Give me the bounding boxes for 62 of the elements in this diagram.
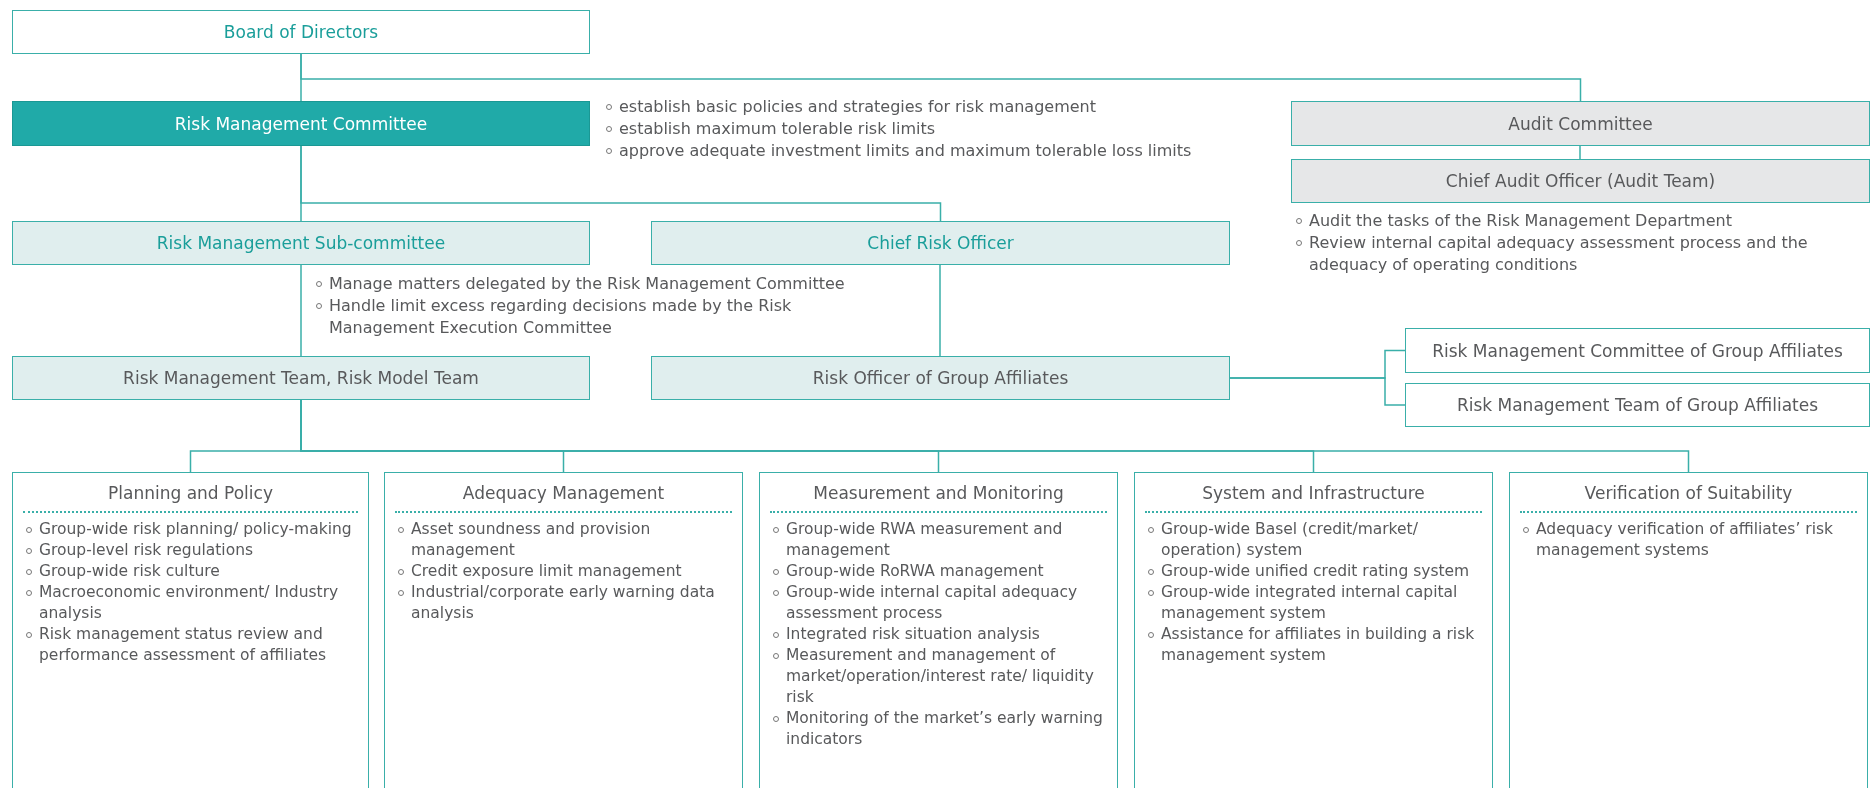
- org-box: [1291, 101, 1870, 146]
- bullet-item: Measurement and management of market/operation/interest rate/ liquidity risk: [770, 645, 1107, 708]
- note-bullet: Audit the tasks of the Risk Management Department: [1293, 210, 1853, 232]
- box-title: Risk Management Team of Group Affiliates: [1456, 395, 1819, 415]
- function-card: [1134, 472, 1493, 788]
- org-box: [12, 10, 590, 54]
- bullet-item: Credit exposure limit management: [395, 561, 732, 582]
- connector-line: [300, 145, 942, 222]
- box-title: Chief Audit Officer (Audit Team): [1445, 171, 1716, 191]
- bullet-item: Group-wide RWA measurement and management: [770, 519, 1107, 561]
- connector-line: [1229, 377, 1406, 406]
- note-bullet: establish basic policies and strategies for risk management: [603, 96, 1303, 118]
- connector-line: [300, 53, 1582, 102]
- bullet-item: Group-wide risk culture: [23, 561, 358, 582]
- bullet-item: Industrial/corporate early warning data analysis: [395, 582, 732, 624]
- box-title: Chief Risk Officer: [867, 233, 1014, 253]
- connector-line: [939, 264, 941, 357]
- function-card: [1509, 472, 1868, 788]
- box-title: Risk Management Team, Risk Model Team: [123, 368, 479, 388]
- note-bullet: Review internal capital adequacy assessment process and the adequacy of operating conditions: [1293, 232, 1853, 276]
- card-heading: Planning and Policy: [23, 479, 358, 513]
- bullet-item: Macroeconomic environment/ Industry analysis: [23, 582, 358, 624]
- org-box: [1405, 383, 1870, 427]
- bullet-item: Adequacy verification of affiliates’ risk management systems: [1520, 519, 1857, 561]
- note-bullet: Manage matters delegated by the Risk Management Committee: [313, 273, 873, 295]
- org-box: [1405, 328, 1870, 373]
- org-box: [651, 356, 1230, 400]
- bullet-item: Group-wide RoRWA management: [770, 561, 1107, 582]
- card-heading: Measurement and Monitoring: [770, 479, 1107, 513]
- box-title: Audit Committee: [1508, 113, 1653, 134]
- box-title: Risk Officer of Group Affiliates: [812, 368, 1069, 388]
- org-box: [12, 101, 590, 146]
- bullet-item: Group-wide integrated internal capital management system: [1145, 582, 1482, 624]
- card-heading: Verification of Suitability: [1520, 479, 1857, 513]
- org-box: [1291, 159, 1870, 203]
- bullet-item: Group-level risk regulations: [23, 540, 358, 561]
- note-bullet: establish maximum tolerable risk limits: [603, 118, 1303, 140]
- box-title: Board of Directors: [223, 22, 379, 42]
- org-box: [12, 221, 590, 265]
- bullet-item: Group-wide internal capital adequacy assessment process: [770, 582, 1107, 624]
- function-card: [384, 472, 743, 788]
- bullet-item: Risk management status review and performance assessment of affiliates: [23, 624, 358, 666]
- card-heading: Adequacy Management: [395, 479, 732, 513]
- note-bullet: approve adequate investment limits and maximum tolerable loss limits: [603, 140, 1303, 162]
- connector-line: [1579, 145, 1581, 160]
- bullet-item: Assistance for affiliates in building a risk management system: [1145, 624, 1482, 666]
- connector-line: [300, 264, 302, 357]
- card-heading: System and Infrastructure: [1145, 479, 1482, 513]
- org-box: [12, 356, 590, 400]
- note-bullet: Handle limit excess regarding decisions made by the Risk Management Execution Committee: [313, 295, 873, 339]
- bullet-item: Group-wide risk planning/ policy-making: [23, 519, 358, 540]
- bullet-item: Asset soundness and provision management: [395, 519, 732, 561]
- box-title: Risk Management Committee: [174, 113, 428, 134]
- bullet-item: Integrated risk situation analysis: [770, 624, 1107, 645]
- box-title: Risk Management Sub-committee: [156, 233, 446, 253]
- bullet-item: Group-wide Basel (credit/market/ operation) system: [1145, 519, 1482, 561]
- box-title: Risk Management Committee of Group Affiliates: [1432, 340, 1843, 361]
- function-card: [759, 472, 1118, 788]
- org-box: [651, 221, 1230, 265]
- bullet-item: Monitoring of the market’s early warning indicators: [770, 708, 1107, 750]
- function-card: [12, 472, 369, 788]
- bullet-item: Group-wide unified credit rating system: [1145, 561, 1482, 582]
